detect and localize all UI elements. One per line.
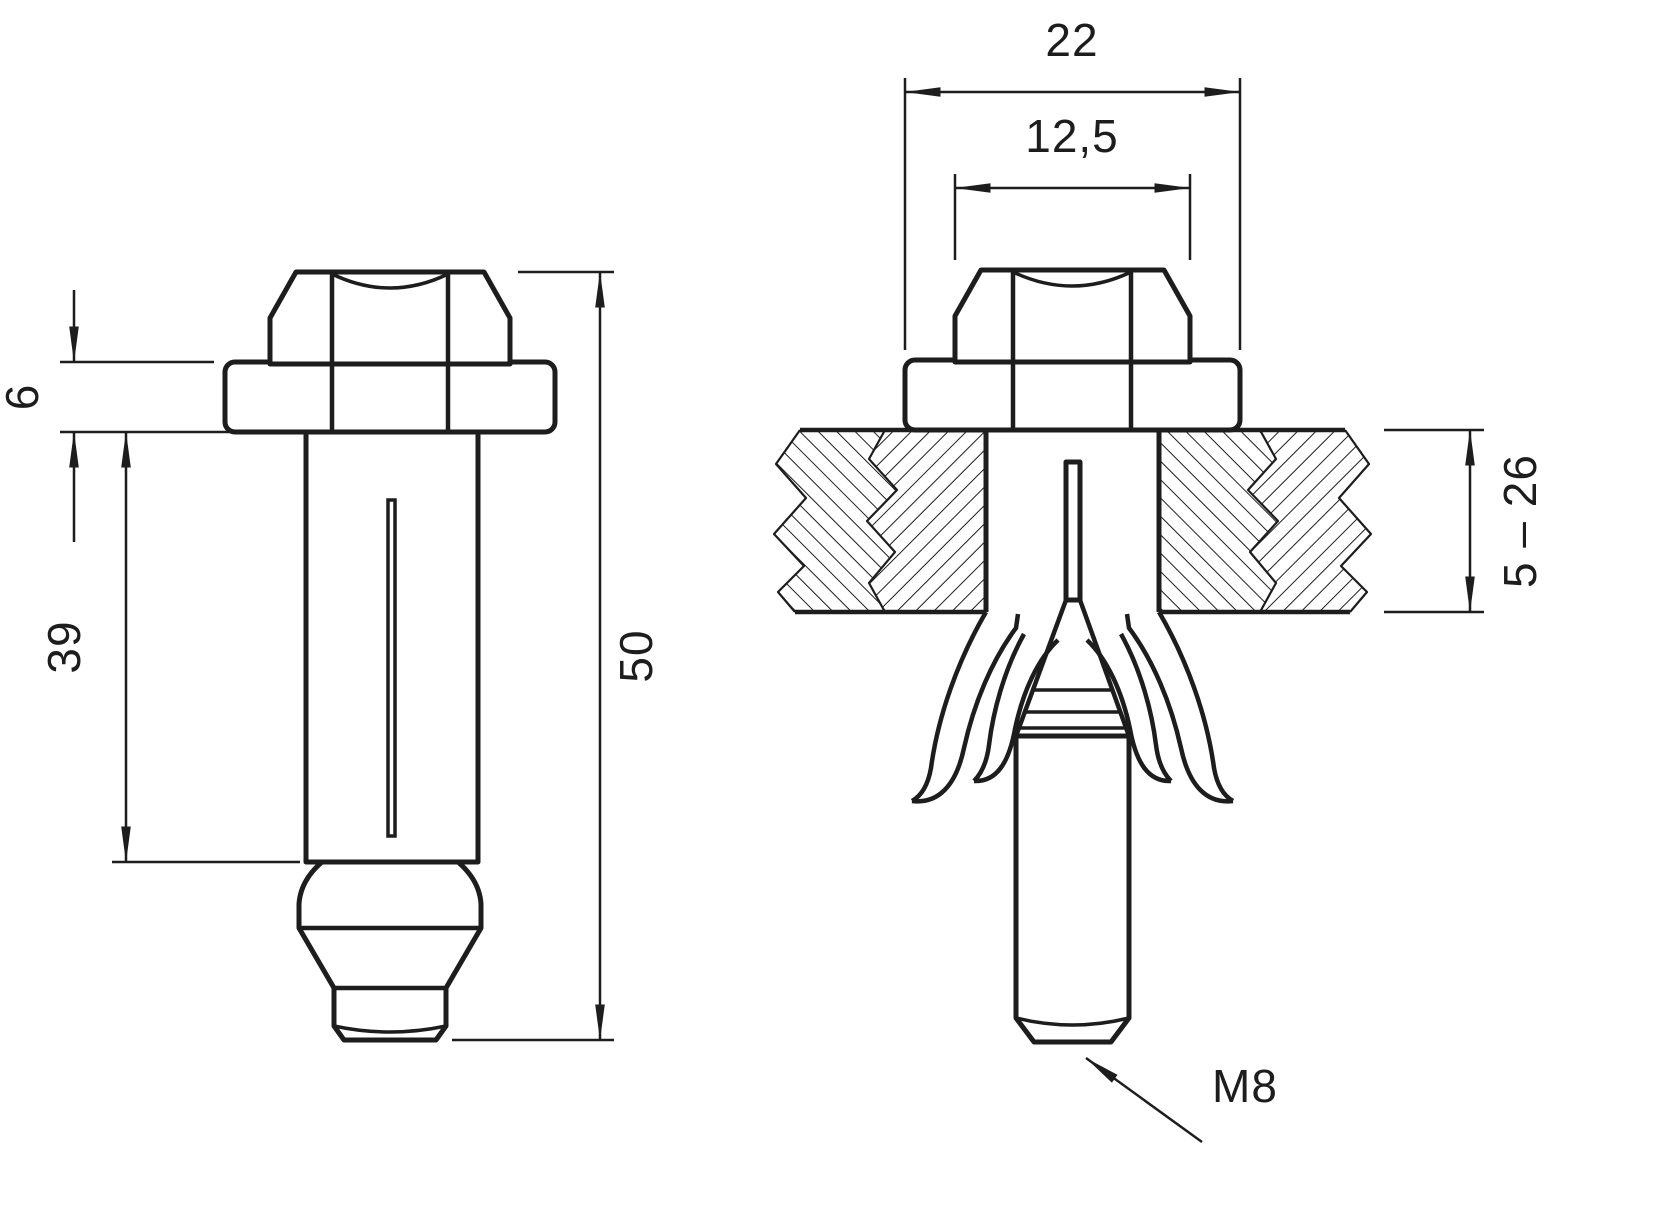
hex-chamfer-arc	[1012, 270, 1132, 288]
tip-chamfer-arc	[333, 1024, 447, 1034]
label-thread-size: M8	[1085, 1056, 1278, 1144]
anchor-hex-head	[267, 269, 513, 367]
cone-side	[1077, 599, 1132, 737]
anchor-expander-cone	[1013, 599, 1132, 737]
dim-text-head-width: 12,5	[1025, 110, 1119, 162]
hatch-chevron-line	[865, 429, 899, 613]
left-view: 6 39 50	[0, 269, 662, 1043]
hex-head-outline	[267, 269, 513, 367]
expander-outline	[296, 859, 484, 1043]
wall-left-inner-hatch	[867, 430, 986, 612]
leader-line	[1085, 1056, 1203, 1144]
leg-outer-edge	[972, 632, 1026, 783]
anchor-collar	[902, 357, 1243, 433]
dim-text-flange-width: 22	[1045, 14, 1098, 66]
leg-outer-edge	[1157, 610, 1235, 803]
collar-outline	[902, 357, 1243, 433]
stem-outline	[1063, 459, 1083, 603]
anchor-body	[303, 429, 481, 865]
anchor-screw	[1013, 733, 1132, 1045]
leg-outer-edge	[910, 610, 988, 803]
screw-chamfer-arc	[1015, 1016, 1130, 1027]
leg-outer-edge	[1119, 632, 1173, 783]
hex-head-outline	[952, 267, 1193, 365]
wall-section	[772, 427, 1373, 615]
anchor-stem	[1063, 459, 1083, 603]
leg-inner-edge	[911, 613, 1021, 804]
anchor-expander-tip	[296, 859, 484, 1043]
dim-total-length: 50	[452, 270, 662, 1042]
dim-text-total-length: 50	[610, 629, 662, 682]
leg-inner-edge	[1124, 613, 1234, 804]
label-text-thread-size: M8	[1212, 1060, 1278, 1112]
dim-collar-height: 6	[0, 290, 298, 542]
dim-flange-width: 22	[903, 14, 1242, 350]
right-view: 22 12,5 5 – 26 M8	[772, 14, 1546, 1144]
dim-head-width: 12,5	[953, 110, 1192, 260]
hatch-chevron-line	[1246, 429, 1280, 613]
anchor-collar	[222, 359, 558, 435]
dim-text-grip-range: 5 – 26	[1494, 454, 1546, 588]
expansion-slot	[386, 498, 397, 838]
dim-text-collar-height: 6	[0, 384, 48, 411]
break-line	[772, 429, 808, 613]
wall-right-inner-hatch	[1159, 430, 1278, 612]
cone-side	[1013, 599, 1069, 737]
dim-text-expansion-length: 39	[38, 620, 90, 673]
dim-grip-range: 5 – 26	[1384, 428, 1546, 614]
collar-outline	[222, 359, 558, 435]
screw-outline	[1013, 733, 1132, 1045]
anchor-hex-head	[952, 267, 1193, 365]
hex-chamfer-arc	[331, 272, 449, 290]
body-outline	[303, 429, 481, 865]
break-line	[1337, 429, 1373, 613]
dim-expansion-length: 39	[38, 431, 300, 864]
